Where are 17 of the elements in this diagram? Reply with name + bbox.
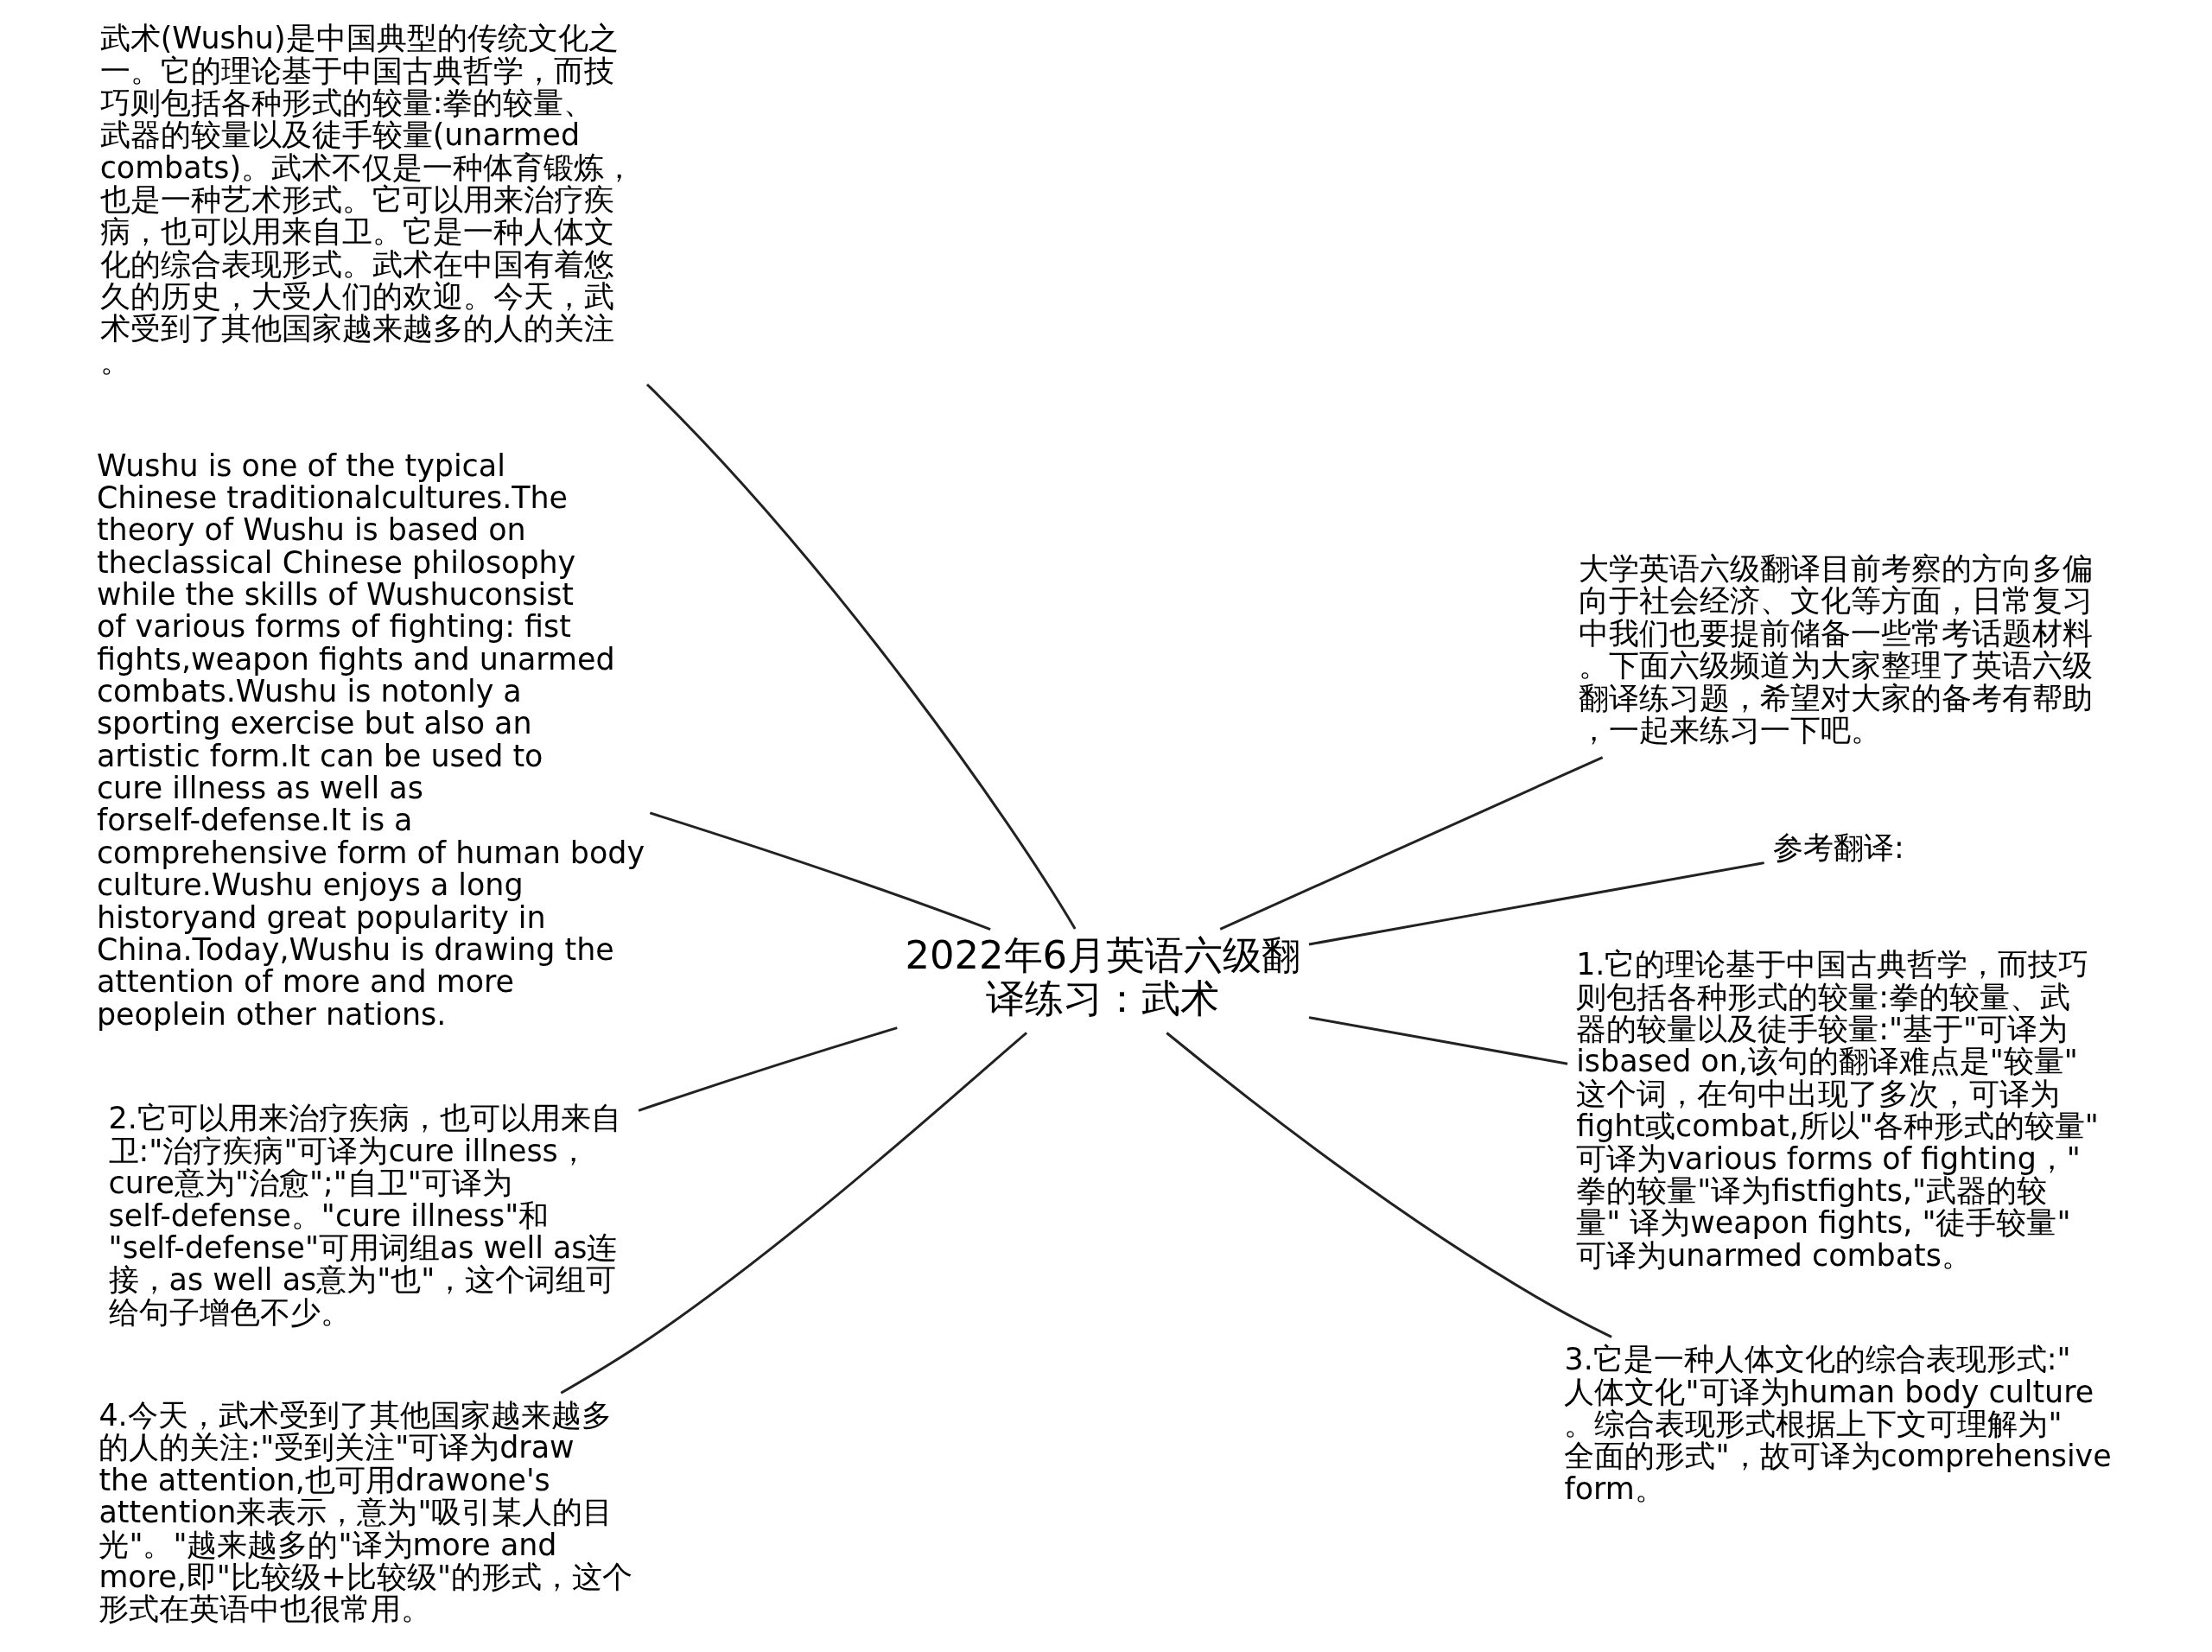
connector [1308, 1016, 1568, 1065]
node-text: 1.它的理论基于中国古典哲学，而技巧则包括各种形式的较量:拳的较量、武器的较量以及徒手较量:"基于"可译为isbased on,该句的翻译难点是"较量"这个词，在句中出现了多次，可译为fight或combat,所以"各种形式的较量"可译为various forms of fighting，"拳的较量"译为fistfights,"武器的较量" 译为weapon fights, "徒手较量"可译为unarmed combats。 [1576, 947, 2099, 1273]
node-text: 2.它可以用来治疗疾病，也可以用来自卫:"治疗疾病"可译为cure illness，cure意为"治愈";"自卫"可译为self-defense。"cure illness"和"self-defense"可用词组as well as连接，as well as意为"也"，这个词组可给句子增色不少。 [108, 1101, 621, 1330]
node-text: 参考翻译: [1773, 829, 1904, 865]
node-text: 大学英语六级翻译目前考察的方向多偏向于社会经济、文化等方面，日常复习中我们也要提前储备一些常考话题材料。下面六级频道为大家整理了英语六级翻译练习题，希望对大家的备考有帮助，一起来练习一下吧。 [1578, 551, 2093, 747]
connector [649, 811, 991, 931]
node-text: 4.今天，武术受到了其他国家越来越多的人的关注:"受到关注"可译为draw the attention,也可用drawone's attention来表示，意为"吸引某人的目光"。"越来越多的"译为more and more,即"比较级+比较级"的形式，这个形式在英语中也很常用。 [99, 1398, 633, 1627]
connector [560, 1032, 1028, 1395]
connector [638, 1026, 898, 1112]
connector [1166, 1032, 1612, 1338]
connector [1308, 861, 1764, 946]
connector [645, 383, 1077, 930]
node-text: 2022年6月英语六级翻译练习：武术 [905, 932, 1301, 1022]
node-text: 3.它是一种人体文化的综合表现形式:"人体文化"可译为human body culture。综合表现形式根据上下文可理解为"全面的形式"，故可译为comprehensive form。 [1564, 1342, 2112, 1506]
node-text: 武术(Wushu)是中国典型的传统文化之一。它的理论基于中国古典哲学，而技巧则包括各种形式的较量:拳的较量、武器的较量以及徒手较量(unarmed combats)。武术不仅是一种体育锻炼，也是一种艺术形式。它可以用来治疗疾病，也可以用来自卫。它是一种人体文化的综合表现形式。武术在中国有着悠久的历史，大受人们的欢迎。今天，武术受到了其他国家越来越多的人的关注。 [99, 21, 635, 378]
node-text: Wushu is one of the typical Chinese traditionalcultures.The theory of Wushu is based on theclassical Chinese philosophy while the skills of Wushuconsist of various forms of fighting: fist fights,weapon fights and unarmed combats.Wushu is notonly a sporting exercise but also an artistic form.It can be used to cure illness as well as forself-defense.It is a comprehensive form of human body culture.Wushu enjoys a long historyand great popularity in China.Today,Wushu is drawing the attention of more and more peoplein other nations. [96, 448, 645, 1032]
connector [1219, 756, 1604, 931]
